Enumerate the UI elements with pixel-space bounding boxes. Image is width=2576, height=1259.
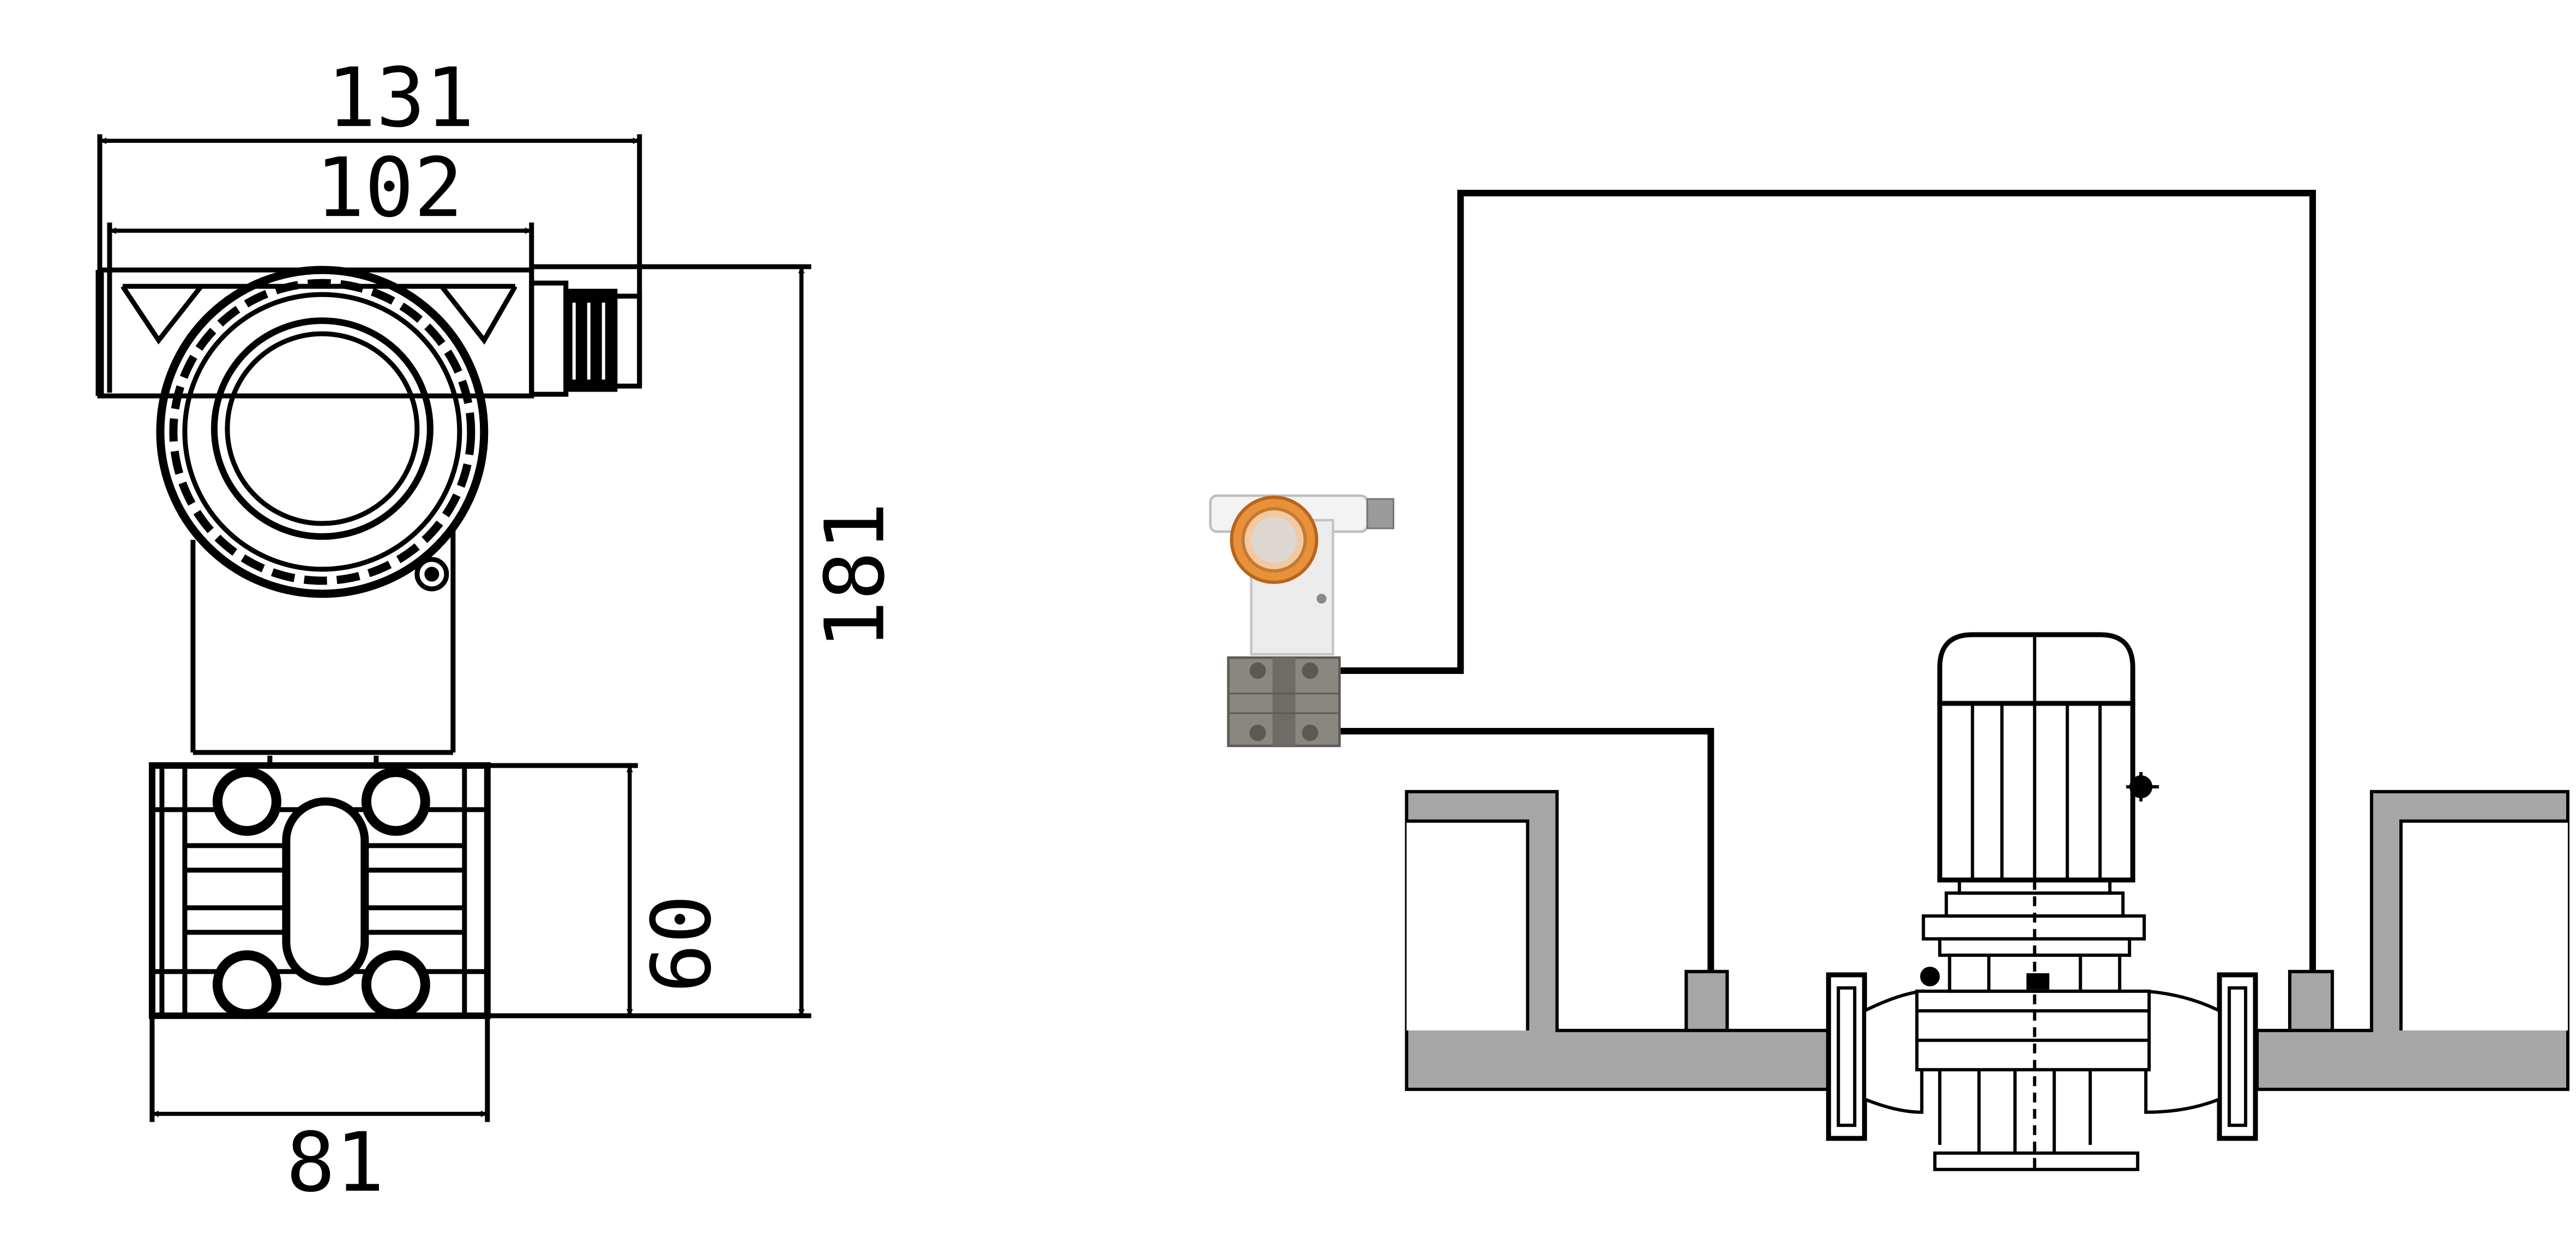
dimension-label-131: 131: [327, 51, 474, 146]
dimension-60: [487, 763, 638, 1016]
impulse-lines: [1339, 190, 2316, 972]
dimension-label-60: 60: [635, 895, 730, 993]
pipework: [1405, 790, 2570, 1091]
dimension-181: [487, 264, 811, 1019]
transmitter-dimension-drawing: [95, 134, 811, 1122]
housing: [95, 267, 642, 399]
process-flange: [148, 755, 491, 1019]
dimension-label-102: 102: [315, 141, 463, 236]
dimension-81: [149, 1015, 490, 1122]
display-cover: [156, 266, 489, 598]
dimension-label-181: 181: [808, 502, 903, 650]
pressure-transmitter: [1209, 494, 1394, 748]
dimension-label-81: 81: [286, 1116, 385, 1210]
pump: [1826, 632, 2258, 1171]
neck: [190, 523, 456, 755]
installation-diagram: [1209, 190, 2570, 1171]
